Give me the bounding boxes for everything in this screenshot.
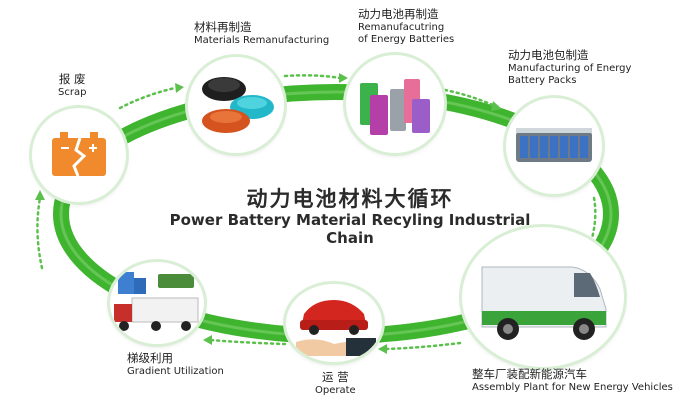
arrow-heads: [35, 73, 595, 354]
node-operate: [286, 284, 382, 362]
node-scrap: [32, 108, 126, 202]
label-operate: 运 营 Operate: [315, 370, 356, 396]
node-gradient: [110, 262, 204, 344]
battery-pack-icon: [516, 128, 592, 162]
label-battery-pack: 动力电池包制造 Manufacturing of Energy Battery …: [508, 48, 632, 86]
chart-title: 动力电池材料大循环: [150, 183, 550, 213]
label-remanufacturing: 动力电池再制造 Remanufacutring of Energy Batter…: [358, 7, 455, 45]
material-powder-icon: [202, 77, 274, 133]
arrowhead-3: [491, 101, 502, 111]
label-assembly: 整车厂装配新能源汽车 Assembly Plant for New Energy…: [472, 367, 673, 393]
arrowhead-5: [378, 344, 387, 354]
chart-subtitle: Power Battery Material Recyling Industri…: [150, 211, 550, 247]
node-battery-pack: [506, 98, 602, 194]
arrow-operate-to-gradient: [208, 338, 287, 346]
label-gradient: 梯级利用 Gradient Utilization: [127, 351, 224, 377]
arrowhead-6: [203, 335, 212, 345]
node-assembly: [462, 227, 624, 367]
broken-battery-icon: [52, 132, 106, 177]
ev-van-icon: [481, 266, 607, 340]
arrow-assembly-to-operate: [383, 341, 462, 351]
arrow-materials-to-cells: [283, 74, 342, 80]
battery-cells-icon: [360, 79, 430, 135]
arrow-cells-to-pack: [443, 88, 497, 108]
title-en: Power Battery Material Recyling Industri…: [169, 211, 531, 247]
title-zh: 动力电池材料大循环: [246, 187, 454, 211]
node-materials: [188, 57, 284, 153]
arrowhead-1: [175, 83, 184, 93]
arrowhead-2: [339, 73, 348, 83]
label-scrap: 报 废 Scrap: [58, 72, 87, 98]
arrow-scrap-to-materials: [118, 86, 177, 110]
storage-truck-icon: [114, 272, 199, 331]
car-handshake-icon: [296, 300, 376, 356]
arrowhead-7: [35, 190, 45, 200]
label-materials: 材料再制造 Materials Remanufacturing: [194, 20, 330, 46]
node-remanufacturing: [346, 55, 444, 153]
arrow-gradient-to-scrap: [36, 196, 44, 270]
